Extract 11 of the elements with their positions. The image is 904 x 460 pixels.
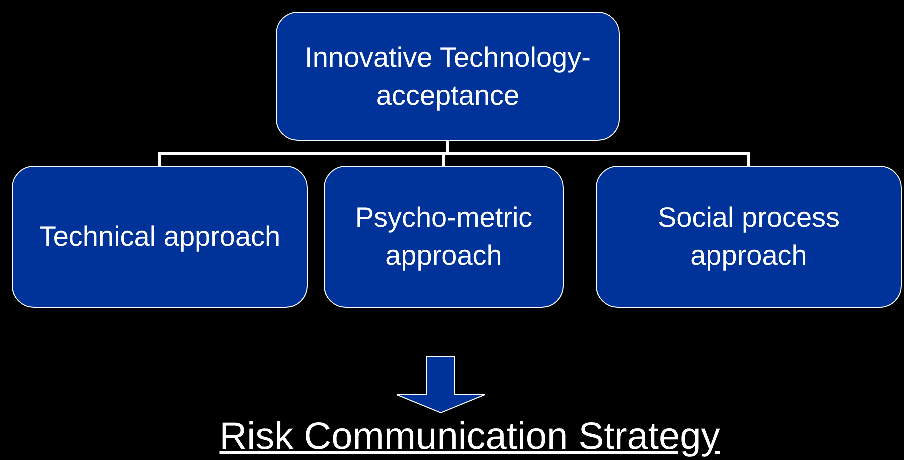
rounded-box	[324, 166, 564, 308]
box-label: Social process approach	[656, 201, 842, 273]
connector-line	[446, 141, 750, 166]
block-arrow	[396, 356, 486, 414]
rounded-box	[276, 12, 620, 141]
box-label: Technical approach	[39, 220, 281, 254]
rounded-box	[12, 166, 308, 308]
box-label: Innovative Technology-acceptance	[304, 40, 592, 113]
rounded-box	[596, 166, 902, 308]
conclusion-text: Risk Communication Strategy	[220, 415, 720, 459]
box-label: Psycho-metric approach	[354, 201, 534, 273]
